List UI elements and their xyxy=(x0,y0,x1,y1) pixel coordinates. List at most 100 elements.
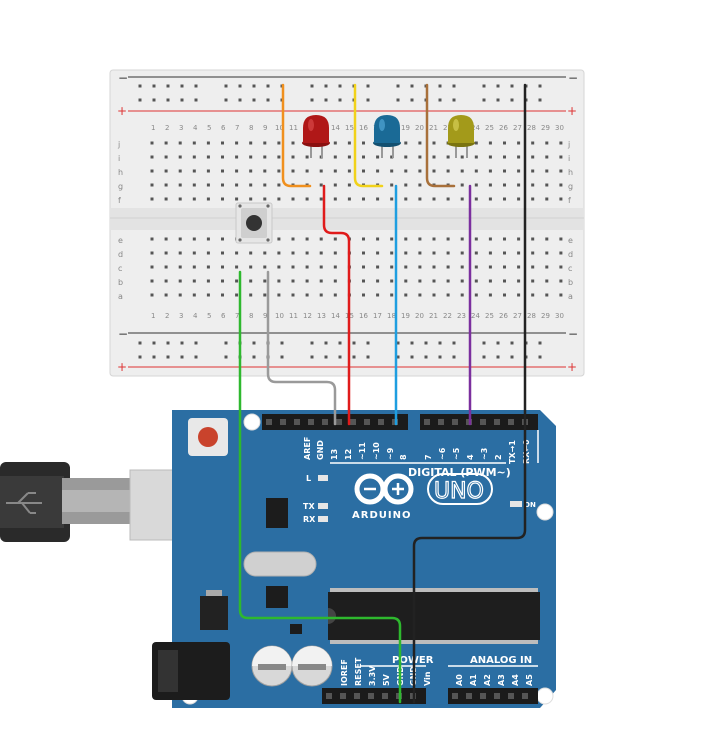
hole xyxy=(559,293,563,297)
hole xyxy=(252,355,256,359)
svg-text:~3: ~3 xyxy=(480,448,489,460)
svg-text:e: e xyxy=(568,236,573,245)
hole xyxy=(531,237,535,241)
hole xyxy=(221,237,224,241)
hole xyxy=(322,419,328,425)
hole xyxy=(517,279,521,283)
svg-text:A1: A1 xyxy=(469,674,478,686)
breadboard-row-letters: j i h g f j i h g f e d c b a e d c b a xyxy=(117,140,573,301)
svg-text:~6: ~6 xyxy=(438,447,447,460)
hole xyxy=(559,197,563,201)
svg-text:A3: A3 xyxy=(497,674,506,686)
arduino-infinity-logo-icon xyxy=(354,473,414,505)
hole xyxy=(333,293,337,297)
analog-section-label: ANALOG IN xyxy=(470,655,532,666)
svg-text:28: 28 xyxy=(527,312,536,320)
hole xyxy=(480,693,486,699)
wire-orange[interactable] xyxy=(281,83,312,188)
push-button-cap[interactable] xyxy=(246,215,262,231)
hole xyxy=(150,279,154,283)
hole xyxy=(291,169,295,173)
breadboard-column-numbers-bottom: 1 2 3 4 5 6 7 8 9 10 11 12 13 14 15 16 1… xyxy=(151,312,564,320)
hole xyxy=(438,341,442,345)
hole xyxy=(418,293,422,297)
hole xyxy=(277,265,281,269)
wire-gray[interactable] xyxy=(266,270,337,426)
hole xyxy=(376,169,380,173)
hole xyxy=(482,98,486,102)
on-led-label: ON xyxy=(524,501,536,509)
wire-yellow[interactable] xyxy=(353,83,384,188)
hole xyxy=(194,355,198,359)
hole xyxy=(517,265,521,269)
hole xyxy=(404,237,408,241)
svg-text:2: 2 xyxy=(494,454,503,460)
hole xyxy=(164,197,168,201)
hole xyxy=(164,169,168,173)
hole xyxy=(305,279,309,283)
svg-text:18: 18 xyxy=(387,312,396,320)
svg-text:14: 14 xyxy=(331,312,340,320)
svg-text:28: 28 xyxy=(527,124,536,132)
hole xyxy=(150,237,154,241)
hole xyxy=(280,419,286,425)
hole xyxy=(152,355,156,359)
hole xyxy=(362,237,365,241)
svg-text:RX←0: RX←0 xyxy=(522,439,531,464)
voltage-regulator xyxy=(200,596,228,630)
hole xyxy=(446,197,450,201)
hole xyxy=(390,293,394,297)
hole xyxy=(446,237,450,241)
hole xyxy=(559,141,563,145)
svg-text:26: 26 xyxy=(499,124,508,132)
svg-text:Vin: Vin xyxy=(423,671,432,686)
hole xyxy=(192,141,196,145)
hole xyxy=(192,169,196,173)
hole xyxy=(503,169,506,173)
hole xyxy=(432,293,436,297)
hole xyxy=(192,293,196,297)
hole xyxy=(376,197,380,201)
hole xyxy=(452,84,456,88)
hole xyxy=(152,84,156,88)
hole xyxy=(496,355,500,359)
hole xyxy=(418,169,422,173)
svg-text:24: 24 xyxy=(471,124,480,132)
hole xyxy=(249,251,253,255)
svg-text:d: d xyxy=(568,250,573,259)
hole xyxy=(559,237,563,241)
led-red xyxy=(302,115,330,158)
svg-text:8: 8 xyxy=(249,124,253,132)
svg-text:11: 11 xyxy=(289,124,298,132)
hole xyxy=(517,169,521,173)
hole xyxy=(466,693,472,699)
hole xyxy=(319,183,323,187)
hole xyxy=(522,693,528,699)
hole xyxy=(319,251,323,255)
hole xyxy=(347,155,351,159)
svg-text:14: 14 xyxy=(331,124,340,132)
hole xyxy=(510,98,514,102)
wire-black[interactable] xyxy=(412,83,527,704)
svg-text:30: 30 xyxy=(555,124,564,132)
hole xyxy=(249,265,253,269)
hole xyxy=(206,197,210,201)
hole xyxy=(338,98,342,102)
hole xyxy=(277,183,281,187)
wire-green[interactable] xyxy=(238,270,402,704)
hole xyxy=(336,419,342,425)
hole xyxy=(347,141,351,145)
wire-red[interactable] xyxy=(322,184,351,426)
atmega-microcontroller xyxy=(328,592,540,640)
push-button[interactable] xyxy=(235,202,273,244)
svg-text:A4: A4 xyxy=(511,674,520,686)
svg-text:c: c xyxy=(568,264,572,273)
hole xyxy=(310,84,314,88)
hole xyxy=(418,265,422,269)
hole xyxy=(180,98,184,102)
hole xyxy=(192,265,196,269)
wire-brown[interactable] xyxy=(425,83,456,188)
svg-text:2: 2 xyxy=(165,124,169,132)
mounting-hole xyxy=(536,687,554,705)
reset-button[interactable] xyxy=(198,427,218,447)
